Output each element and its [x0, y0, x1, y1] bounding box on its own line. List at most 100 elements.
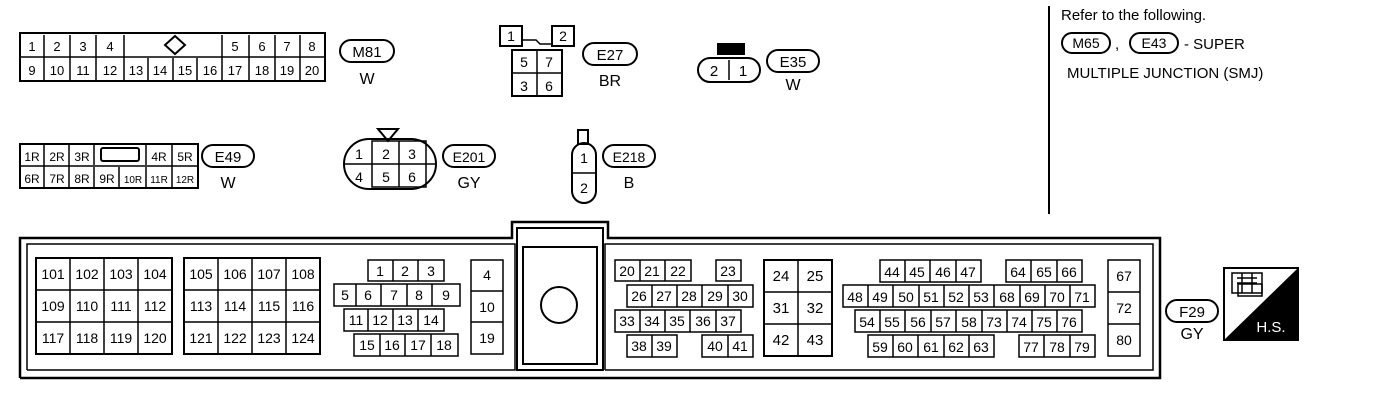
ecm-pin: 117 [42, 330, 65, 346]
m81-code-badge [339, 39, 395, 63]
m81-color: W [359, 71, 375, 88]
e49-pin: 3R [74, 150, 90, 164]
m81-pin: 13 [129, 63, 143, 78]
ecm-pin: 48 [847, 289, 863, 305]
ecm-pin: 53 [973, 289, 989, 305]
ecm-pin: 43 [807, 332, 824, 349]
m81-pin: 20 [305, 63, 319, 78]
ecm-pin: 17 [410, 337, 426, 353]
ecm-pin: 38 [631, 338, 647, 354]
ecm-pin: 61 [923, 339, 939, 355]
ecm-pin: 1 [376, 263, 384, 279]
ecm-pin: 11 [349, 312, 364, 328]
ecm-pin: 75 [1036, 314, 1052, 330]
m81-pin: 3 [79, 39, 86, 54]
ecm-pin: 103 [109, 266, 133, 282]
ecm-pin: 6 [364, 287, 372, 303]
m81-pin: 12 [103, 63, 117, 78]
note-dash: - SUPER [1184, 36, 1245, 53]
e27-pin: 6 [545, 78, 553, 94]
note-ref1-badge [1061, 32, 1111, 54]
ecm-block6 [763, 259, 833, 357]
e27-code-badge [582, 42, 638, 66]
e27-pin: 2 [559, 28, 567, 44]
note-line1: Refer to the following. [1061, 7, 1206, 24]
e218-pin: 2 [580, 180, 588, 196]
ecm-pin: 50 [898, 289, 914, 305]
ecm-pin: 67 [1116, 268, 1132, 284]
e27-pin: 3 [520, 78, 528, 94]
ecm-pin: 59 [872, 339, 888, 355]
ecm-block1 [35, 257, 173, 355]
m81-pin: 14 [153, 63, 167, 78]
note-ref2: E43 [1142, 35, 1167, 51]
ecm-pin: 52 [948, 289, 964, 305]
ecm-pin: 24 [773, 268, 790, 285]
ecm-pin: 39 [656, 338, 672, 354]
key-diamond-icon [163, 34, 187, 56]
ecm-pin: 118 [76, 330, 99, 346]
ecm-pin: 22 [670, 263, 686, 279]
e201-color: GY [457, 175, 480, 192]
ecm-pin: 29 [707, 288, 723, 304]
ecm-pin: 10 [479, 299, 495, 315]
m81-pins-row2: 9 10 11 12 13 14 15 16 17 18 19 20 [28, 63, 319, 78]
note-ref1: M65 [1072, 35, 1099, 51]
e218-code: E218 [613, 149, 646, 165]
ecm-block3 [333, 259, 461, 357]
ecm-pin: 55 [884, 314, 900, 330]
ecm-pin: 101 [41, 266, 65, 282]
e201-pin: 5 [382, 169, 390, 185]
ecm-lock-circle [540, 286, 578, 324]
ecm-pin: 36 [695, 313, 711, 329]
e49-pin: 4R [151, 150, 167, 164]
ecm-pin: 21 [644, 263, 660, 279]
e49-pin: 9R [99, 172, 115, 186]
e49-code-badge [201, 144, 255, 168]
m81-pin: 4 [106, 39, 113, 54]
m81-code: M81 [352, 44, 381, 61]
connector-symbol-icon [1231, 272, 1263, 297]
ecm-pin: 58 [961, 314, 977, 330]
m81-pin: 8 [308, 39, 315, 54]
e49-pin: 2R [49, 150, 65, 164]
ecm-pin: 123 [257, 330, 281, 346]
e201-pin: 2 [382, 146, 390, 162]
m81-pin: 16 [203, 63, 217, 78]
ecm-pin: 16 [384, 337, 400, 353]
ecm-pin: 105 [189, 266, 213, 282]
ecm-pin: 14 [423, 312, 439, 328]
e49-color: W [220, 175, 236, 192]
ecm-pin: 72 [1116, 300, 1132, 316]
ecm-pin: 78 [1049, 339, 1065, 355]
ecm-pin: 42 [773, 332, 790, 349]
ecm-pin: 115 [258, 298, 281, 314]
ecm-pin: 122 [223, 330, 247, 346]
ecm-pin: 71 [1074, 289, 1090, 305]
ecm-pin: 3 [427, 263, 435, 279]
m81-pin: 1 [28, 39, 35, 54]
ecm-pin: 62 [948, 339, 964, 355]
f29-code-badge [1165, 299, 1219, 323]
ecm-connector-frame [18, 220, 1162, 380]
e201-pin: 1 [355, 146, 363, 162]
e49-pin: 10R [124, 175, 142, 186]
ecm-pin: 45 [909, 264, 925, 280]
ecm-pin: 7 [390, 287, 398, 303]
f29-color: GY [1180, 326, 1203, 343]
connector-e49 [19, 143, 199, 189]
ecm-pin: 68 [999, 289, 1015, 305]
e201-code: E201 [453, 149, 486, 165]
ecm-block2 [183, 257, 321, 355]
e27-code: E27 [597, 47, 624, 64]
ecm-pin: 109 [41, 298, 65, 314]
m81-pin: 17 [228, 63, 242, 78]
connector-e27 [499, 25, 575, 97]
m81-pin: 6 [258, 39, 265, 54]
m81-pin: 10 [50, 63, 64, 78]
ecm-pin: 46 [935, 264, 951, 280]
ecm-pin: 35 [669, 313, 685, 329]
ecm-pin: 73 [986, 314, 1002, 330]
e201-code-badge [442, 144, 496, 168]
ecm-pin: 63 [973, 339, 989, 355]
